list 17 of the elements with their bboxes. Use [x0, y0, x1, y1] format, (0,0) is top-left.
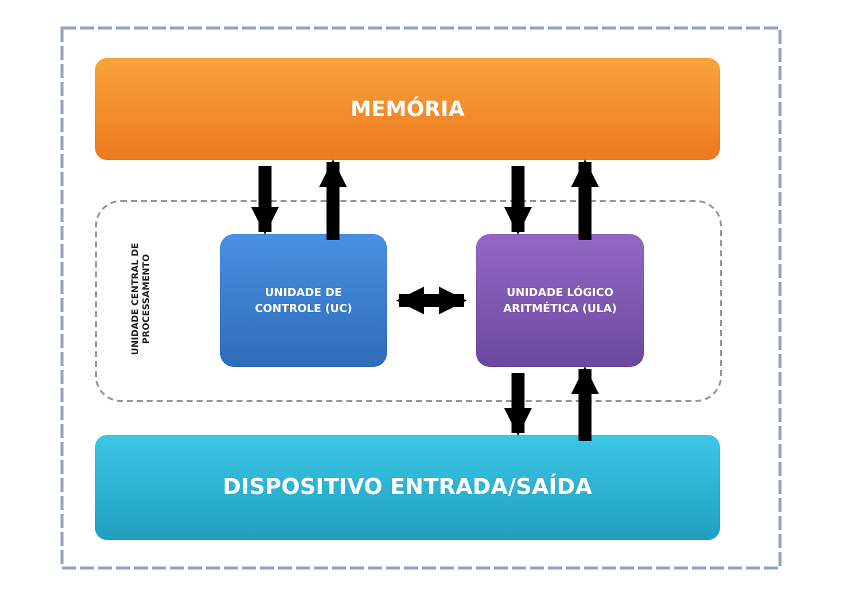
box-label: UNIDADE DE CONTROLE (UC) — [254, 284, 354, 316]
control-unit-box — [220, 234, 387, 367]
io-device-box — [95, 435, 720, 540]
memory-box — [95, 58, 720, 160]
box-label: MEMÓRIA — [349, 96, 466, 123]
arrow — [504, 373, 532, 436]
arrow — [251, 166, 279, 235]
arrow — [504, 166, 532, 235]
alu-box — [476, 234, 644, 367]
arrow — [319, 159, 347, 240]
arrow — [571, 366, 599, 441]
box-label: UNIDADE LÓGICO ARITMÉTICA (ULA) — [502, 284, 618, 316]
arrow — [571, 159, 599, 240]
box-label: DISPOSITIVO ENTRADA/SAÍDA — [222, 472, 594, 502]
cpu-label: UNIDADE CENTRAL DE PROCESSAMENTO — [131, 242, 153, 358]
arrow — [396, 286, 467, 314]
cpu-region — [95, 200, 722, 402]
